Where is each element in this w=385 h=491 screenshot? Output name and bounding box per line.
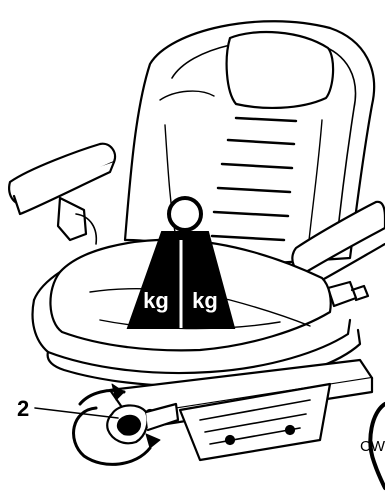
- weight-label-left: kg: [143, 288, 169, 313]
- weight-label-right: kg: [192, 288, 218, 313]
- seat-belt-buckle: [328, 282, 368, 306]
- left-armrest: [9, 144, 115, 244]
- callout-number: 2: [17, 396, 29, 422]
- callout-leader-line: [35, 408, 118, 418]
- weight-ring: [169, 198, 201, 230]
- weight-adjustment-knob[interactable]: [107, 404, 178, 443]
- cw-label: CW: [360, 438, 385, 455]
